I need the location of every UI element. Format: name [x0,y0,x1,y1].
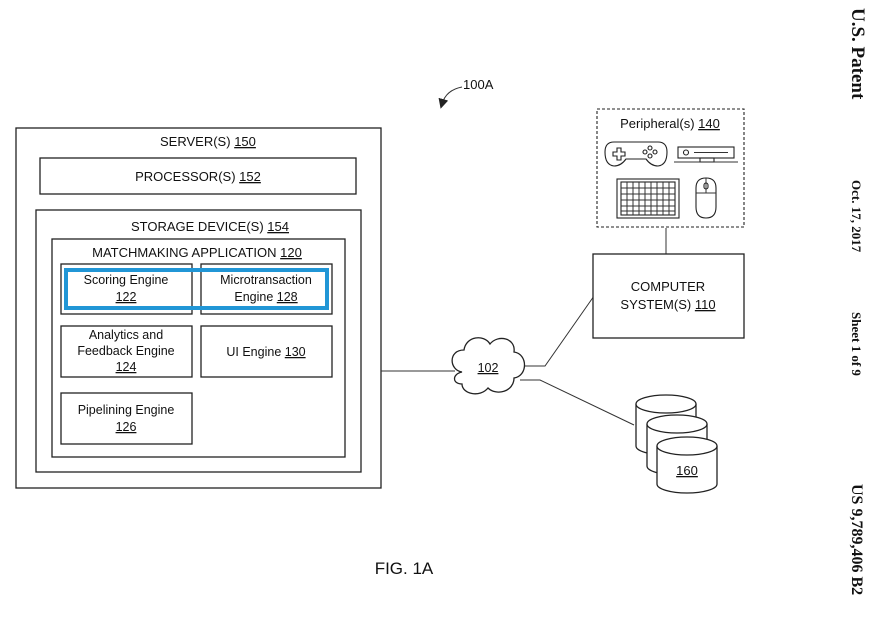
connection-lines [381,228,667,426]
mouse-icon [695,177,717,219]
ui-engine-frame [200,325,333,378]
pipelining-engine-frame [60,392,193,445]
microtransaction-engine-line2: Engine 128 [234,290,297,304]
patent-side-header: U.S. Patent Oct. 17, 2017 Sheet 1 of 9 U… [847,8,868,595]
analytics-engine-frame [60,325,193,378]
computer-system-line2: SYSTEM(S) 110 [620,297,715,312]
figure-caption: FIG. 1A [375,559,434,578]
network-cloud-shape [451,337,526,395]
patent-date: Oct. 17, 2017 [849,180,864,253]
patent-title: U.S. Patent [847,8,868,100]
console-bar-icon [674,146,738,163]
scoring-engine-box: Scoring Engine 122 [60,263,193,315]
analytics-engine-line1: Analytics and [89,328,163,342]
analytics-engine-box: Analytics and Feedback Engine 124 [60,325,193,378]
scoring-engine-ref: 122 [116,290,137,304]
database-cylinder-front [656,436,718,494]
network-computer-link [520,295,595,367]
database-ref: 160 [676,463,698,478]
storage-label: STORAGE DEVICE(S) 154 [131,219,289,234]
figure-reference-label: 100A [463,77,494,92]
ui-engine-label: UI Engine 130 [226,345,305,359]
microtransaction-engine-box: Microtransaction Engine 128 [200,263,333,315]
figure-reference: 100A [438,77,494,109]
reference-arrow [438,86,463,109]
processor-box: PROCESSOR(S) 152 [39,157,357,195]
computer-system-box: COMPUTER SYSTEM(S) 110 [592,253,745,339]
peripherals-box: Peripheral(s) 140 [596,108,745,228]
server-label: SERVER(S) 150 [160,134,256,149]
patent-number: US 9,789,406 B2 [848,484,865,595]
computer-system-line1: COMPUTER [631,279,705,294]
network-database-link [520,379,635,426]
computer-system-frame [592,253,745,339]
pipelining-engine-label: Pipelining Engine [78,403,175,417]
analytics-engine-line2: Feedback Engine [77,344,174,358]
gamepad-icon [604,141,668,167]
processor-label: PROCESSOR(S) 152 [135,169,261,184]
pipelining-engine-ref: 126 [116,420,137,434]
network-cloud: 102 [451,337,526,395]
network-ref: 102 [478,361,499,375]
microtransaction-engine-frame [200,263,333,315]
ui-engine-box: UI Engine 130 [200,325,333,378]
database-stack: 160 [635,394,718,494]
scoring-engine-label: Scoring Engine [84,273,169,287]
peripherals-label: Peripheral(s) 140 [620,116,720,131]
analytics-engine-ref: 124 [116,360,137,374]
keyboard-icon [616,178,680,219]
matchmaking-app-label: MATCHMAKING APPLICATION 120 [92,245,302,260]
pipelining-engine-box: Pipelining Engine 126 [60,392,193,445]
scoring-engine-frame [60,263,193,315]
processor-frame [39,157,357,195]
highlight-box [64,268,329,310]
microtransaction-engine-line1: Microtransaction [220,273,312,287]
patent-sheet: Sheet 1 of 9 [849,312,864,376]
